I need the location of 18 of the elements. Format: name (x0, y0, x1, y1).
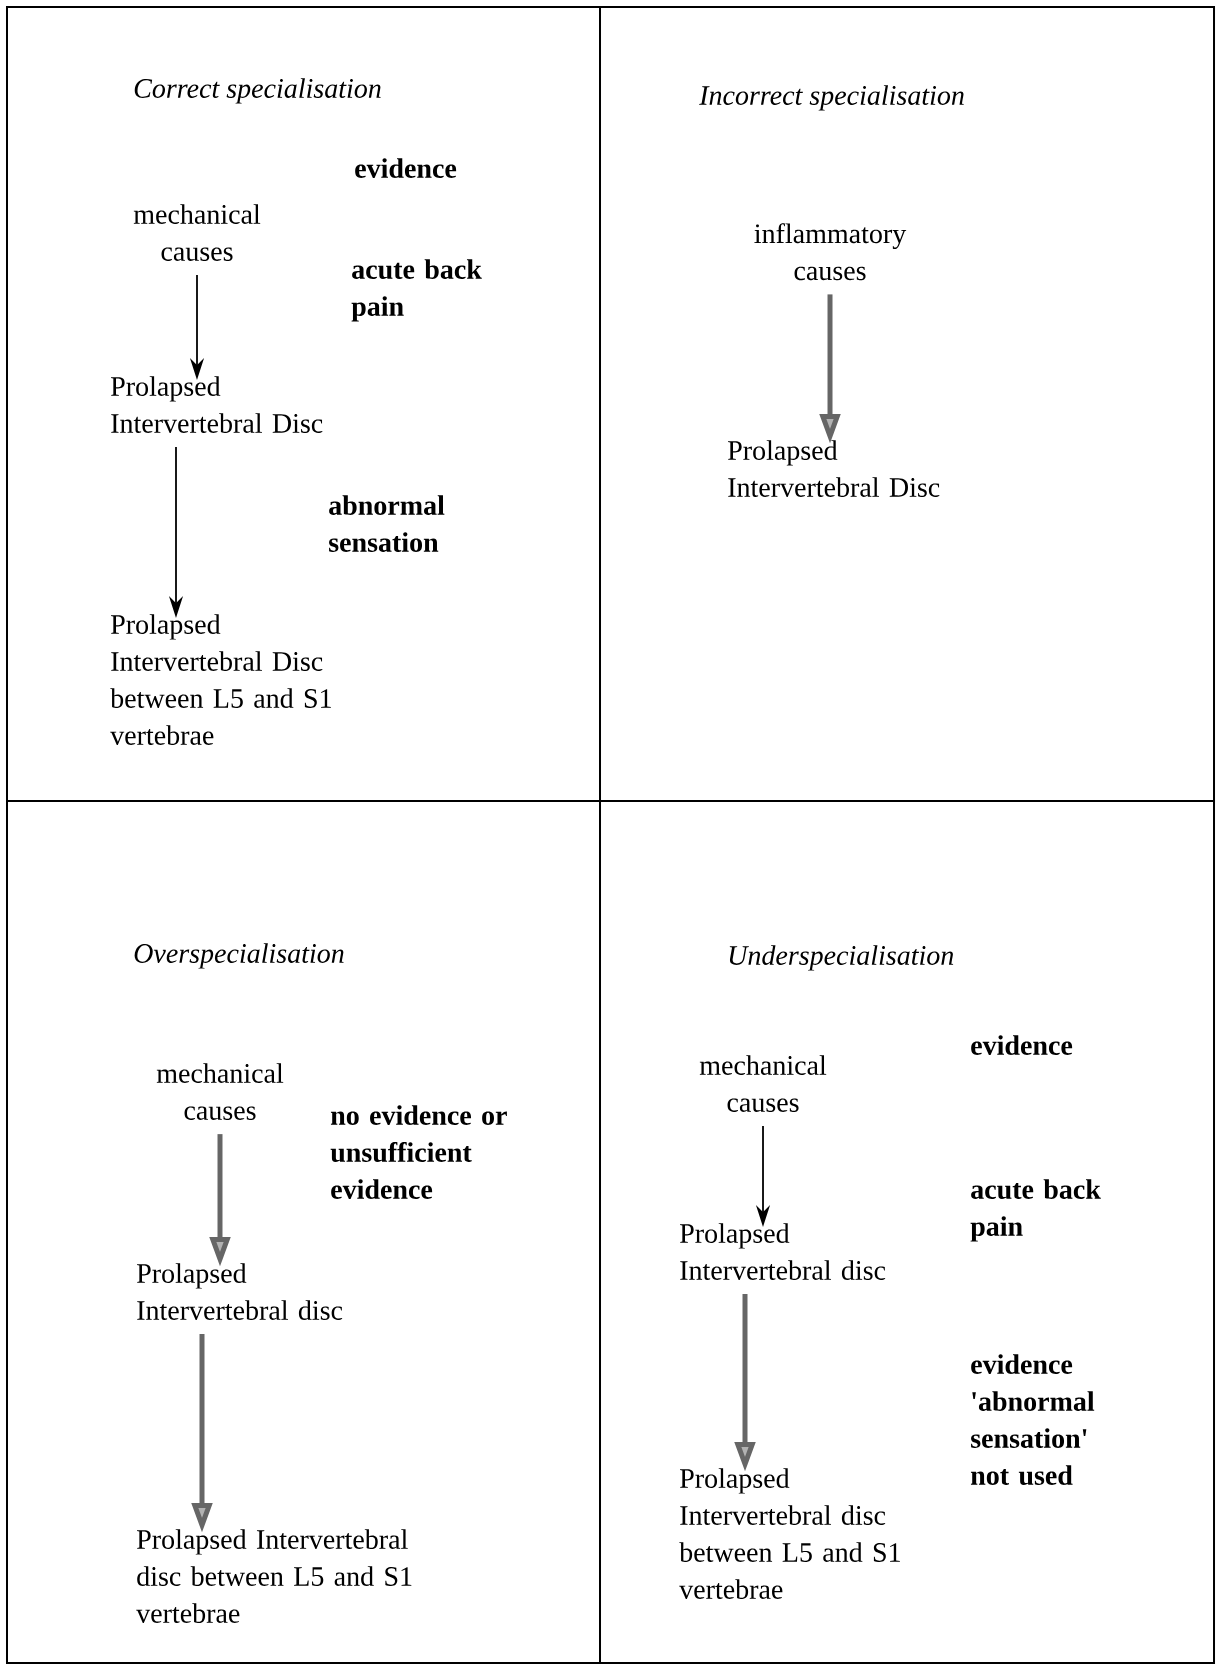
node-text: mechanical causes (133, 204, 261, 261)
node-text: inflammatory causes (754, 223, 907, 281)
note-text: evidence (355, 158, 457, 178)
note-text: abnormal sensation (329, 495, 445, 552)
node-text: Prolapsed Intervertebral disc (680, 1223, 886, 1280)
node-text: Prolapsed Intervertebral Disc (111, 376, 323, 433)
note-text: acute back pain (970, 1179, 1101, 1242)
node-text: Prolapsed Intervertebral disc (137, 1263, 343, 1320)
node-text: Prolapsed Intervertebral disc between L5 and S1 vertebrae (679, 1468, 900, 1599)
node-text: mechanical causes (699, 1055, 827, 1112)
node-text: mechanical causes (156, 1063, 284, 1120)
node-text: Prolapsed Intervertebral Disc between L5 and S1 vertebrae (110, 614, 331, 745)
node-text: Prolapsed Intervertebral disc between L5 and S1 vertebrae (136, 1529, 412, 1623)
note-text: evidence 'abnormal sensation' not used (970, 1354, 1095, 1485)
note-text: no evidence or unsufficient evidence (330, 1105, 507, 1199)
note-text: acute back pain (351, 259, 482, 322)
node-text: Prolapsed Intervertebral Disc (728, 440, 940, 497)
note-text: evidence (971, 1035, 1073, 1055)
